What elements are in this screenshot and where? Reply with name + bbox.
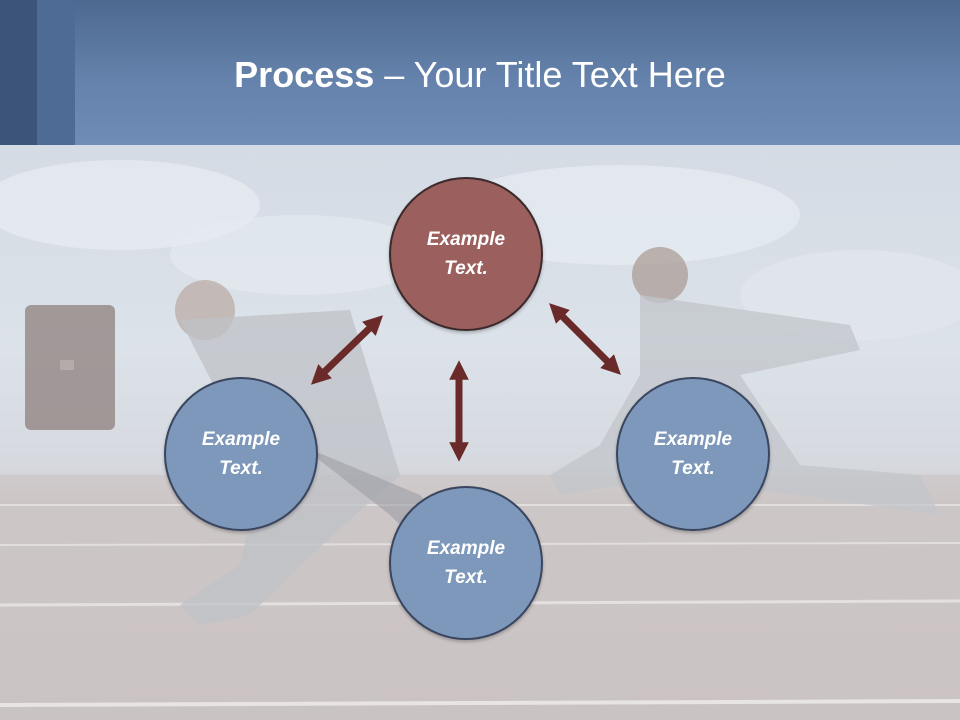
process-node-right: Example Text. [616, 377, 770, 531]
header-accent-stripe [0, 0, 37, 145]
title-bold: Process [234, 54, 375, 95]
process-node-right-label: Example Text. [653, 429, 733, 479]
title-bar: Process – Your Title Text Here [0, 0, 960, 145]
slide-title: Process – Your Title Text Here [0, 52, 960, 98]
arrow-top-left [310, 315, 384, 385]
title-rest: – Your Title Text Here [374, 54, 726, 95]
header-accent-stripe-light [37, 0, 75, 145]
process-node-left: Example Text. [164, 377, 318, 531]
process-node-bottom: Example Text. [389, 486, 543, 640]
process-node-top-label: Example Text. [426, 229, 506, 279]
process-node-left-label: Example Text. [201, 429, 281, 479]
arrow-top-right [549, 303, 621, 375]
process-node-top: Example Text. [389, 177, 543, 331]
process-node-bottom-label: Example Text. [426, 538, 506, 588]
